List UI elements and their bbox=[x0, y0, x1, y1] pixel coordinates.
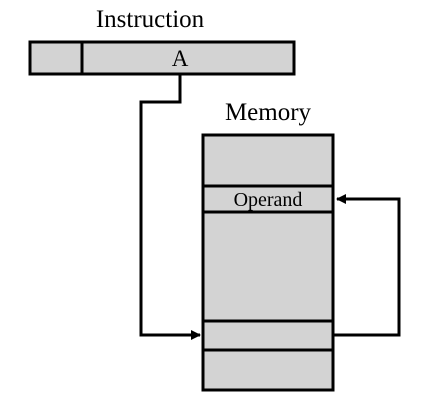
address-field bbox=[80, 40, 296, 76]
memory-block: Operand bbox=[201, 133, 335, 392]
memory-title: Memory bbox=[225, 99, 312, 126]
address-pointer-arrow bbox=[139, 74, 201, 340]
instruction-register: A bbox=[28, 40, 296, 76]
instruction-title: Instruction bbox=[96, 6, 205, 33]
memory-outline bbox=[201, 133, 335, 392]
operand-pointer-arrow bbox=[333, 194, 401, 337]
operand-label: Operand bbox=[234, 189, 303, 211]
opcode-field bbox=[28, 40, 84, 76]
address-field-label: A bbox=[172, 46, 189, 71]
